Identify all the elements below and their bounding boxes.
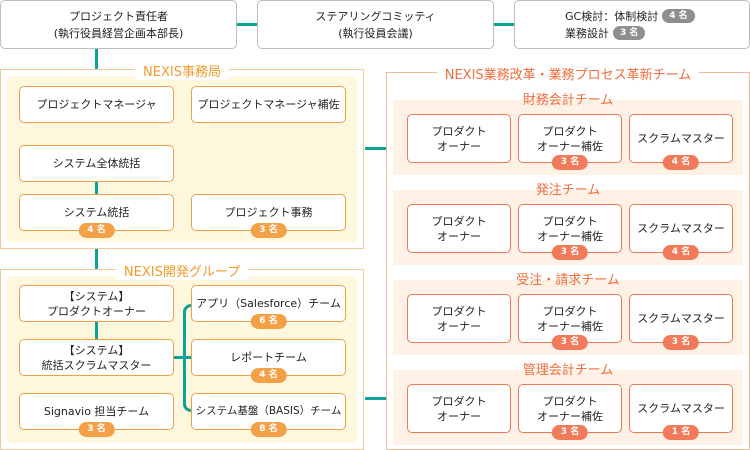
scrum-master-box: スクラムマスター 4 名 <box>629 204 733 260</box>
box-label: プロダクト オーナー補佐 <box>537 124 603 153</box>
system-lead-box: システム統括 4 名 <box>19 194 174 238</box>
connector-po-sm <box>95 322 98 340</box>
scrum-master-box: スクラムマスター 3 名 <box>629 294 733 350</box>
responsible-title: プロジェクト責任者 <box>69 9 168 23</box>
basis-team-box: システム基盤（BASIS）チーム 8 名 <box>191 393 346 437</box>
count-badge: 3 名 <box>250 223 287 238</box>
count-badge: 3 名 <box>551 335 589 350</box>
box-label: システム基盤（BASIS）チーム <box>195 405 342 417</box>
box-label: システム統括 <box>63 206 130 219</box>
section-title: NEXIS業務改革・業務プロセス革新チーム <box>436 68 700 83</box>
nexis-reform-section: NEXIS業務改革・業務プロセス革新チーム 財務会計チーム プロダクト オーナー… <box>386 68 750 450</box>
count-badge: 8 名 <box>250 422 287 437</box>
connector-sm-teams-lower <box>183 356 192 412</box>
scrum-master-box: スクラムマスター 1 名 <box>629 384 733 440</box>
count-badge: 3 名 <box>613 26 646 40</box>
team-title: 受注・請求チーム <box>516 273 620 288</box>
box-label: プロダクト オーナー補佐 <box>537 214 603 243</box>
count-badge: 3 名 <box>551 155 589 170</box>
box-label: アプリ（Salesforce）チーム <box>196 297 341 310</box>
section-title: NEXIS事務局 <box>135 65 229 80</box>
box-label: スクラムマスター <box>637 312 725 325</box>
box-label: プロダクト オーナー <box>431 124 487 153</box>
responsible-subtitle: (執行役員経営企画本部長) <box>53 26 184 40</box>
team-title: 発注チーム <box>535 183 601 198</box>
connector-office-dev <box>95 249 98 269</box>
box-label: スクラムマスター <box>637 132 725 145</box>
project-admin-box: プロジェクト事務 3 名 <box>191 194 346 238</box>
connector-dev-reform <box>365 397 386 400</box>
team-panel: 受注・請求チーム プロダクト オーナー プロダクト オーナー補佐 3 名 スクラム… <box>393 273 743 355</box>
team-title: 財務会計チーム <box>522 93 614 108</box>
box-label: プロダクト オーナー <box>431 214 487 243</box>
scrum-master-box: スクラムマスター 4 名 <box>629 114 733 170</box>
connector-steering-gc <box>493 23 514 26</box>
count-badge: 4 名 <box>662 9 695 23</box>
box-label: Signavio 担当チーム <box>43 405 150 418</box>
box-label: レポートチーム <box>230 351 307 364</box>
box-label: スクラムマスター <box>637 402 725 415</box>
count-badge: 3 名 <box>78 422 115 437</box>
system-overall-box: システム全体統括 <box>19 145 174 182</box>
connector-sm-report <box>174 356 192 359</box>
steering-subtitle: (執行役員会議) <box>338 26 413 40</box>
connector-office-reform <box>365 147 386 150</box>
report-team-box: レポートチーム 4 名 <box>191 339 346 383</box>
connector-overall-lead <box>95 182 98 194</box>
box-label: 【システム】 プロダクトオーナー <box>47 289 146 318</box>
team-title: 管理会計チーム <box>522 363 614 378</box>
team-panel: 管理会計チーム プロダクト オーナー プロダクト オーナー補佐 3 名 スクラムマ… <box>393 363 743 445</box>
app-salesforce-team-box: アプリ（Salesforce）チーム 6 名 <box>191 285 346 329</box>
project-manager-box: プロジェクトマネージャ <box>19 86 174 123</box>
gc-review-label: GC検討：体制検討 <box>565 9 659 23</box>
count-badge: 3 名 <box>551 245 589 260</box>
business-design-label: 業務設計 <box>565 26 609 40</box>
count-badge: 1 名 <box>662 425 700 440</box>
connector-sm-teams-upper <box>183 304 192 357</box>
project-responsible-box: プロジェクト責任者 (執行役員経営企画本部長) <box>0 0 237 49</box>
product-owner-assistant-box: プロダクト オーナー補佐 3 名 <box>518 204 622 260</box>
count-badge: 4 名 <box>78 223 115 238</box>
connector-responsible-steering <box>236 23 257 26</box>
count-badge: 4 名 <box>250 368 287 383</box>
steering-title: ステアリングコミッティ <box>315 9 436 23</box>
box-label: プロダクト オーナー補佐 <box>537 394 603 423</box>
product-owner-box: プロダクト オーナー <box>407 294 511 343</box>
steering-committee-box: ステアリングコミッティ (執行役員会議) <box>257 0 494 49</box>
count-badge: 3 名 <box>551 425 589 440</box>
section-title: NEXIS開発グループ <box>115 265 249 280</box>
product-owner-assistant-box: プロダクト オーナー補佐 3 名 <box>518 294 622 350</box>
box-label: スクラムマスター <box>637 222 725 235</box>
box-label: システム全体統括 <box>52 157 141 170</box>
box-label: プロジェクトマネージャ <box>36 98 157 111</box>
box-label: プロダクト オーナー <box>431 394 487 423</box>
count-badge: 6 名 <box>250 314 287 329</box>
box-label: プロジェクトマネージャ補佐 <box>197 98 340 111</box>
product-owner-assistant-box: プロダクト オーナー補佐 3 名 <box>518 114 622 170</box>
product-owner-assistant-box: プロダクト オーナー補佐 3 名 <box>518 384 622 440</box>
system-scrum-master-box: 【システム】 統括スクラムマスター <box>19 339 174 376</box>
team-panel: 財務会計チーム プロダクト オーナー プロダクト オーナー補佐 3 名 スクラムマ… <box>393 93 743 175</box>
box-label: プロジェクト事務 <box>224 206 313 219</box>
box-label: プロダクト オーナー <box>431 304 487 333</box>
signavio-team-box: Signavio 担当チーム 3 名 <box>19 393 174 437</box>
count-badge: 3 名 <box>662 335 700 350</box>
product-owner-box: プロダクト オーナー <box>407 204 511 253</box>
box-label: 【システム】 統括スクラムマスター <box>41 343 152 372</box>
box-label: プロダクト オーナー補佐 <box>537 304 603 333</box>
count-badge: 4 名 <box>662 245 700 260</box>
project-manager-assistant-box: プロジェクトマネージャ補佐 <box>191 86 346 123</box>
system-product-owner-box: 【システム】 プロダクトオーナー <box>19 285 174 322</box>
product-owner-box: プロダクト オーナー <box>407 114 511 163</box>
product-owner-box: プロダクト オーナー <box>407 384 511 433</box>
team-panel: 発注チーム プロダクト オーナー プロダクト オーナー補佐 3 名 スクラムマスタ… <box>393 183 743 265</box>
count-badge: 4 名 <box>662 155 700 170</box>
